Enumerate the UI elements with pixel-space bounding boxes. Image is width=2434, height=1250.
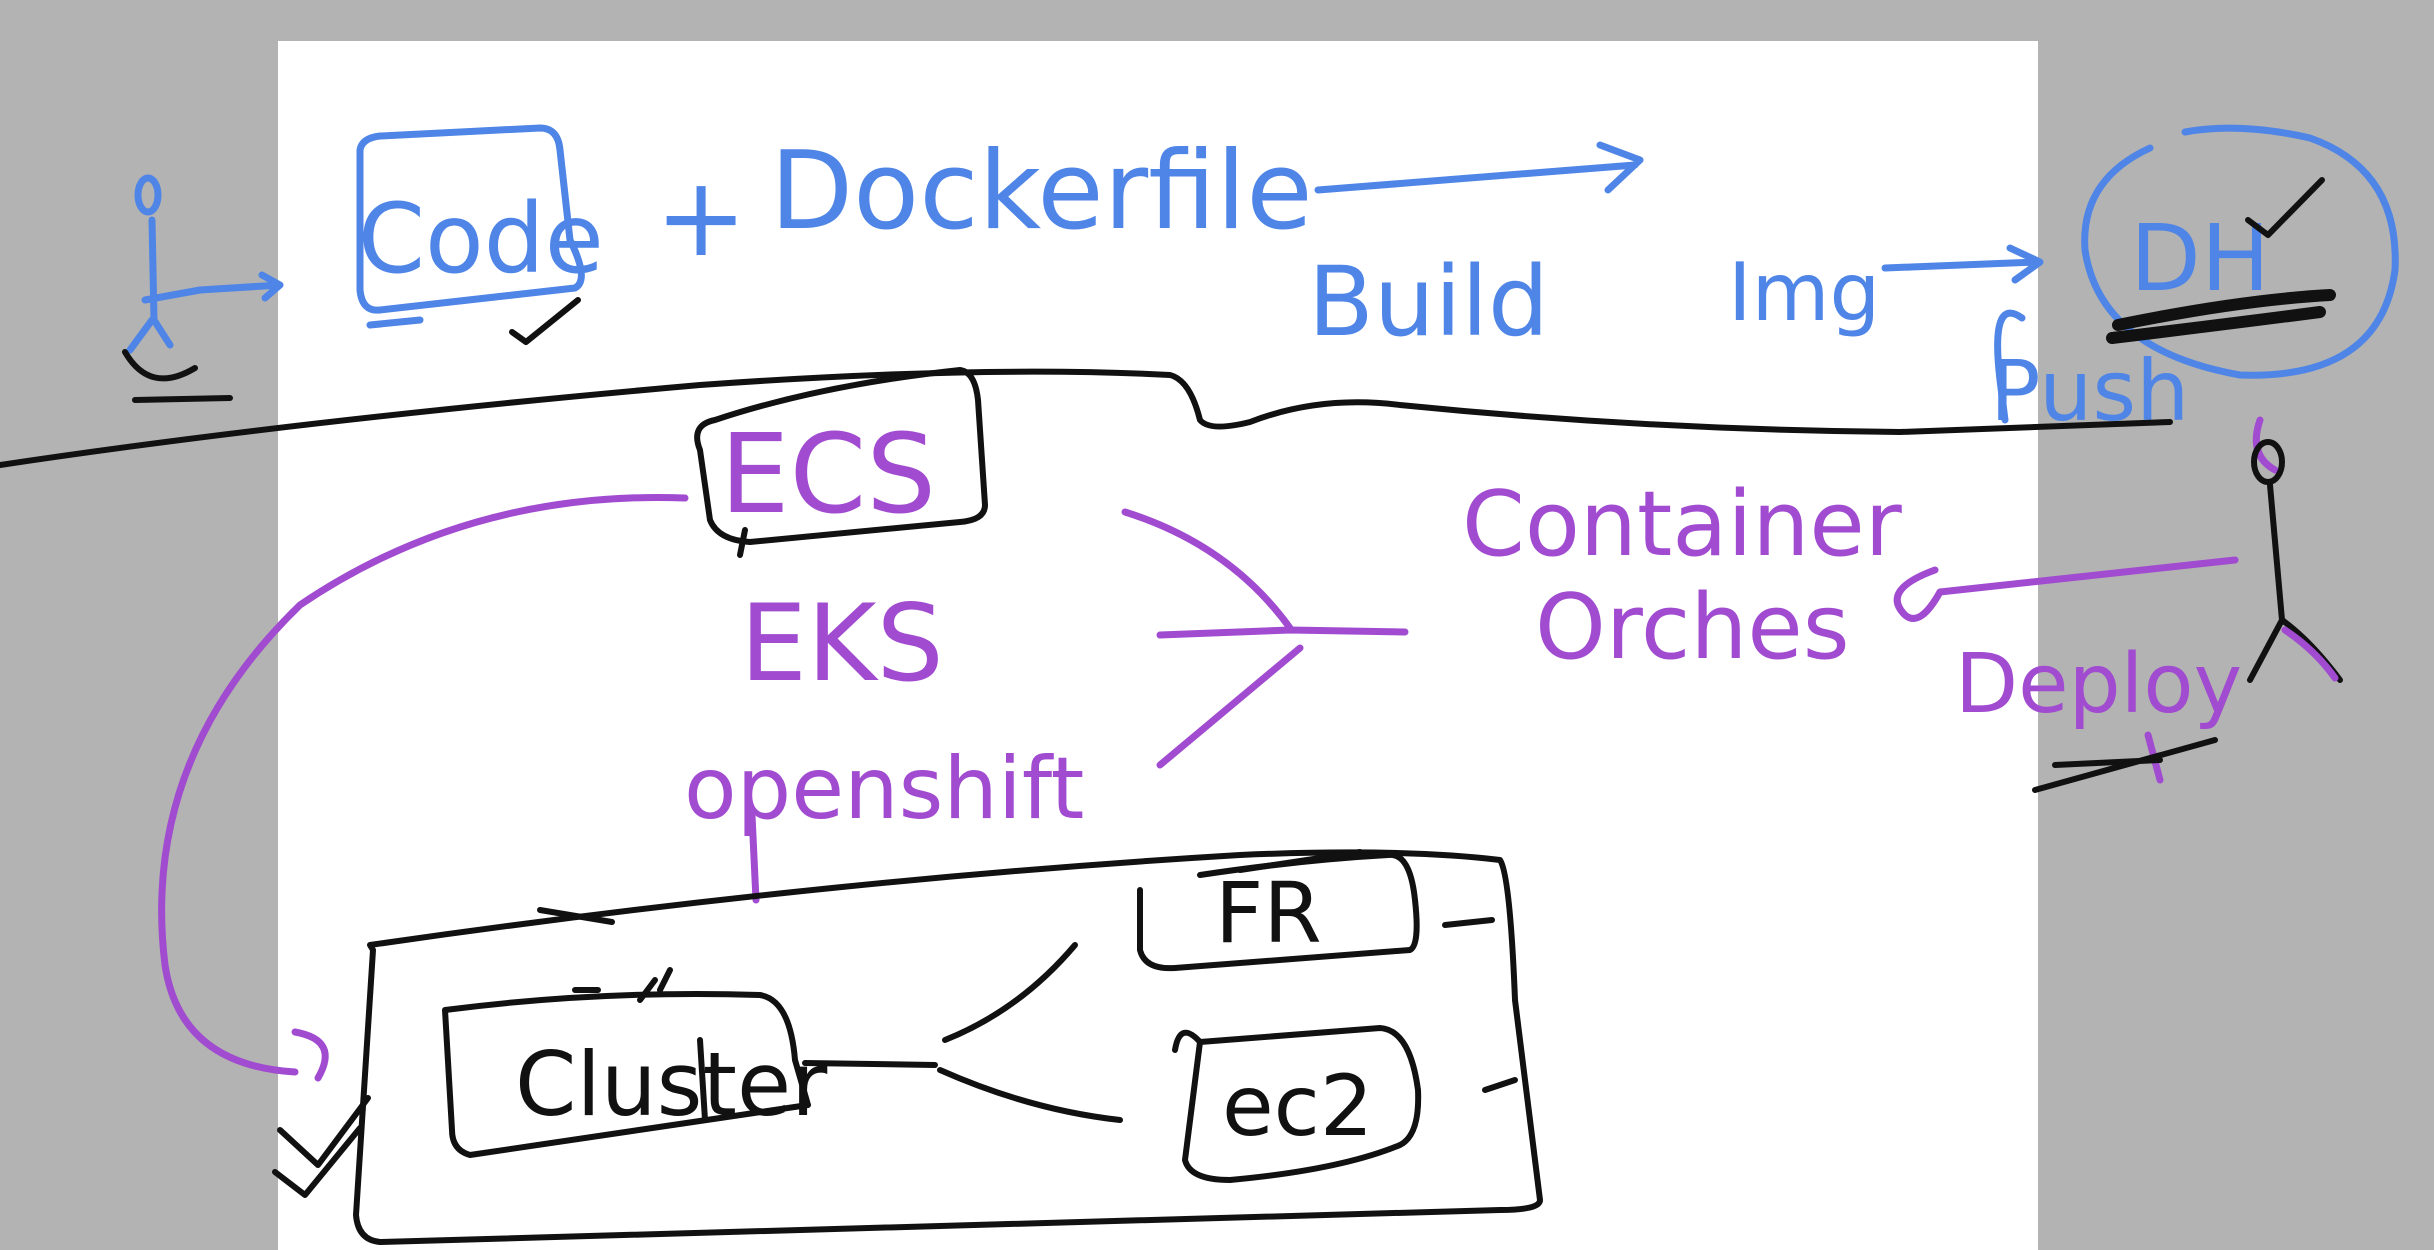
ec2-box: ec2 [1172, 1025, 1518, 1183]
fr-box: FR [1137, 849, 1495, 972]
cluster-box: Cluster [442, 967, 828, 1158]
img-label: Img [1728, 246, 1880, 339]
deploy-arrow-icon [1893, 556, 2239, 622]
deploy-underline [2032, 737, 2218, 793]
deploy-label: Deploy [1955, 637, 2242, 732]
fr-label: FR [1215, 864, 1322, 962]
dh-label: DH [2130, 205, 2270, 312]
operator-figure-icon [2247, 416, 2343, 683]
orchestration-label: Orches [1535, 575, 1850, 680]
eks-label: EKS [740, 582, 944, 705]
cluster-connector-lines-icon [802, 942, 1123, 1123]
ec2-label: ec2 [1222, 1057, 1373, 1155]
container-label: Container [1462, 472, 1902, 577]
openshift-label: openshift [684, 739, 1084, 839]
ecs-box: ECS [694, 367, 988, 558]
ecs-to-cluster-arrow-icon [158, 494, 689, 1082]
openshift-tail [748, 811, 760, 904]
build-arrow-icon [1314, 141, 1644, 194]
orchestration-connector-icon [1121, 508, 1409, 769]
developer-figure-icon [122, 174, 284, 403]
cluster-container-box [272, 849, 1543, 1245]
dockerhub-circle: DH [2081, 124, 2399, 379]
ecs-label: ECS [720, 410, 936, 538]
separator-line [0, 368, 2173, 468]
code-label: Code [358, 183, 604, 295]
build-label: Build [1308, 246, 1549, 358]
dockerfile-label: Dockerfile [770, 129, 1313, 254]
cluster-label: Cluster [515, 1033, 828, 1136]
plus-sign: + [655, 153, 747, 281]
code-box: Code [356, 124, 604, 345]
push-arrow-icon [1881, 244, 2044, 284]
